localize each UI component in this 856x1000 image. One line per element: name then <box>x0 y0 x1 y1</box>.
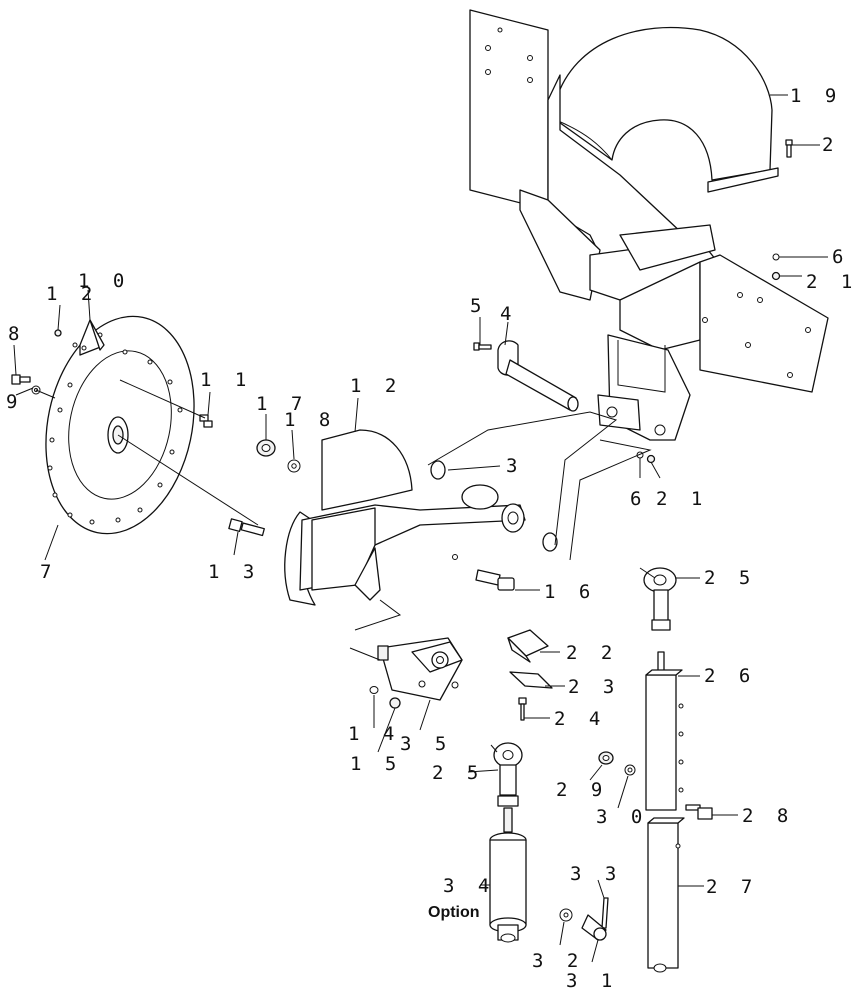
part-4-pivot-pin <box>497 340 579 412</box>
part-25-upper-rod-end <box>643 567 677 631</box>
callout-6-upper: 6 <box>832 246 849 268</box>
callout-6-lower: 6 <box>630 488 647 510</box>
callout-4: 4 <box>500 303 517 325</box>
part-20-bolt <box>785 139 820 158</box>
callout-21-upper: 2 1 <box>806 271 856 293</box>
part-33-cotter-pin <box>601 897 609 929</box>
callout-8: 8 <box>8 323 25 345</box>
part-31-pin <box>581 914 607 941</box>
part-3-bushings <box>430 460 558 552</box>
callout-35: 3 5 <box>400 733 452 755</box>
callout-34: 3 4 <box>443 875 495 897</box>
callout-21-lower: 2 1 <box>656 488 708 510</box>
callout-7: 7 <box>40 561 57 583</box>
part-10-clip <box>54 319 105 356</box>
callout-23: 2 3 <box>568 676 620 698</box>
part-17-nut <box>256 439 276 457</box>
callout-32: 3 2 <box>532 950 584 972</box>
callout-leaders <box>13 94 788 963</box>
callout-3: 3 <box>506 455 523 477</box>
callout-19: 1 9 <box>790 85 842 107</box>
callout-5: 5 <box>470 295 487 317</box>
part-29-nut <box>598 751 614 765</box>
callout-24: 2 4 <box>554 708 606 730</box>
part-27-outer-arm <box>647 817 685 973</box>
callout-27: 2 7 <box>706 876 758 898</box>
part-13-bolt <box>228 518 265 537</box>
part-16-bolt <box>475 569 515 591</box>
callout-20: 2 0 <box>822 134 856 156</box>
callout-11: 1 1 <box>200 369 252 391</box>
callout-31: 3 1 <box>566 970 618 992</box>
callout-12-clip: 1 2 <box>46 283 98 305</box>
callout-13: 1 3 <box>208 561 260 583</box>
callout-25-upper: 2 5 <box>704 567 756 589</box>
option-label: Option <box>428 904 480 921</box>
part-28-bolt <box>685 804 713 820</box>
callout-26: 2 6 <box>704 665 756 687</box>
callout-29: 2 9 <box>556 779 608 801</box>
part-6-21-upper-fasteners <box>771 253 828 281</box>
callout-15: 1 5 <box>350 753 402 775</box>
part-25-lower-rod-end <box>493 742 523 807</box>
callout-labels: 1 9 2 0 6 2 1 5 4 1 0 1 2 8 9 1 1 1 7 1 … <box>6 85 856 992</box>
callout-18: 1 8 <box>284 409 336 431</box>
callout-9: 9 <box>6 391 23 413</box>
callout-17: 1 7 <box>256 393 308 415</box>
callout-33: 3 3 <box>570 863 622 885</box>
callout-12: 1 2 <box>350 375 402 397</box>
callout-28: 2 8 <box>742 805 794 827</box>
part-22-clamp <box>507 629 549 663</box>
part-8-bolt <box>11 374 31 385</box>
callout-25-lower: 2 5 <box>432 762 484 784</box>
callout-22: 2 2 <box>566 642 618 664</box>
part-24-screw <box>518 697 527 721</box>
part-35-hydraulic-motor <box>377 637 463 701</box>
part-7-spreader-disc <box>44 315 195 561</box>
part-26-inner-arm <box>645 651 684 811</box>
part-30-washer <box>624 764 636 776</box>
part-34-cylinder <box>489 807 527 943</box>
part-32-washer <box>559 908 573 922</box>
part-23-plate <box>509 671 553 689</box>
callout-30: 3 0 <box>596 806 648 828</box>
part-6-21-lower-fasteners <box>636 451 661 479</box>
assembly-centerlines <box>35 379 656 753</box>
part-5-bolt <box>473 342 492 351</box>
part-19-mounting-bracket <box>469 9 829 441</box>
callout-14: 1 4 <box>348 723 400 745</box>
callout-10: 1 0 <box>78 270 130 292</box>
part-18-washer <box>287 459 301 473</box>
callout-16: 1 6 <box>544 581 596 603</box>
part-1-chute-assembly <box>284 429 526 606</box>
